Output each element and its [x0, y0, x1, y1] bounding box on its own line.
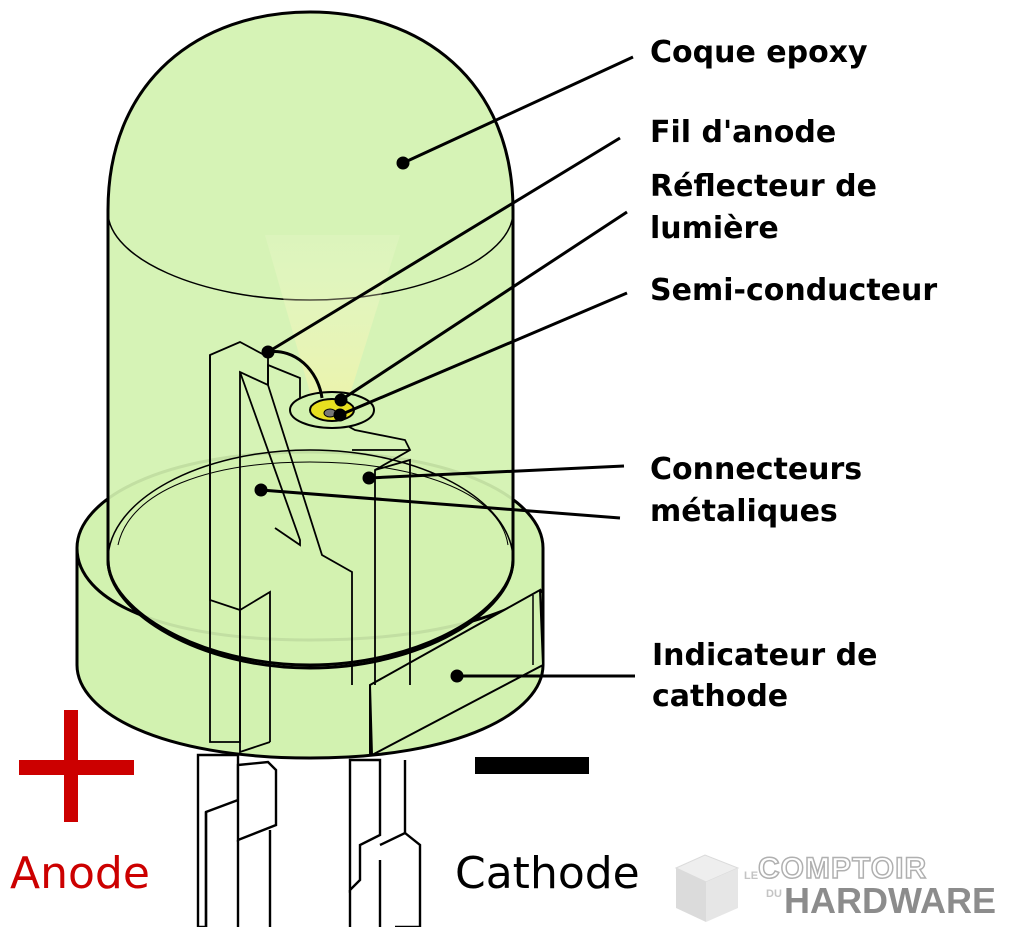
cathode-post — [267, 363, 412, 685]
label-anode-wire: Fil d'anode — [650, 115, 837, 150]
pointer-reflector — [340, 210, 628, 402]
watermark-top: COMPTOIR — [757, 851, 928, 886]
anode-post — [209, 341, 301, 754]
light-glow — [265, 235, 400, 410]
label-reflector-2: lumière — [650, 211, 779, 246]
plus-sign-icon — [19, 710, 134, 822]
label-connectors-1: Connecteurs — [650, 452, 863, 487]
pointer-connector-cathode — [368, 464, 625, 480]
label-semiconductor: Semi-conducteur — [650, 273, 938, 308]
minus-sign-icon — [475, 757, 589, 774]
reflector-cup — [289, 391, 375, 429]
watermark-du: DU — [766, 888, 782, 900]
watermark-bottom: HARDWARE — [784, 880, 996, 921]
label-epoxy: Coque epoxy — [650, 35, 868, 70]
pointer-connector-anode — [260, 488, 621, 520]
label-reflector-1: Réflecteur de — [650, 169, 877, 204]
watermark-cube-icon — [674, 854, 740, 922]
label-cathode-indicator-1: Indicateur de — [652, 638, 878, 673]
pointer-anode-wire — [267, 136, 621, 354]
watermark-le: LE — [744, 870, 759, 882]
leads — [196, 753, 422, 927]
pointer-lines — [254, 55, 635, 683]
pointer-epoxy — [402, 55, 634, 165]
label-cathode-indicator-2: cathode — [652, 679, 789, 714]
label-anode: Anode — [10, 848, 150, 899]
label-cathode: Cathode — [455, 848, 640, 899]
watermark-logo: LE DU COMPTOIR HARDWARE — [666, 850, 1011, 927]
pointer-semiconductor — [339, 291, 628, 417]
label-connectors-2: métaliques — [650, 494, 838, 529]
anode-wire — [267, 350, 324, 399]
